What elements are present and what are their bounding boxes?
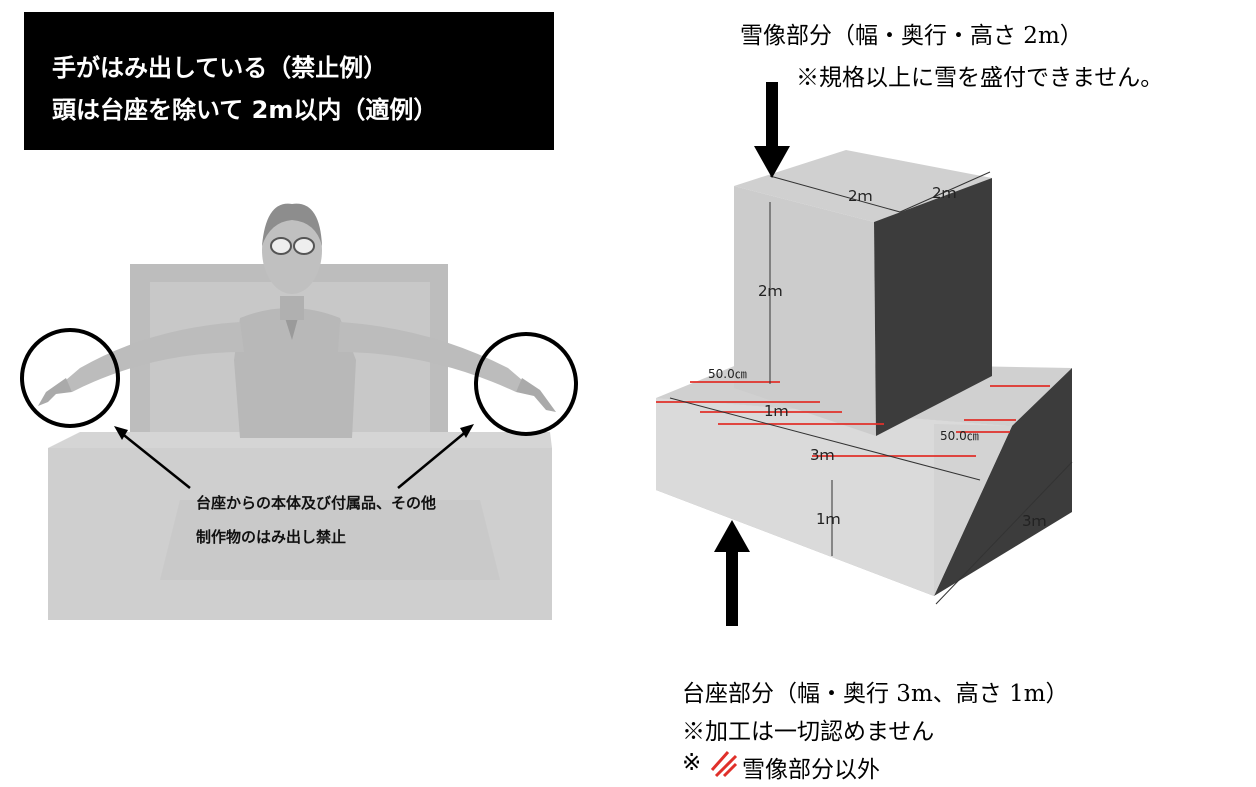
right-hand-circle — [474, 332, 578, 436]
dim-base-depth: 3ｍ — [1022, 512, 1047, 530]
hatch-legend-icon — [710, 751, 738, 778]
figure-right-hand — [516, 378, 556, 412]
pedestal-shadow — [160, 500, 500, 580]
figure-tie — [285, 318, 298, 340]
pedestal-section-note-1: ※加工は一切認めません — [682, 719, 935, 745]
left-hand-circle — [20, 328, 120, 428]
callout-text-line-2: 制作物のはみ出し禁止 — [196, 528, 346, 546]
dim-base-width: 3ｍ — [810, 446, 835, 464]
callout-text-line-1: 台座からの本体及び付属品、その他 — [196, 494, 436, 512]
dim-top-height: 2ｍ — [758, 282, 783, 300]
dim-margin-left: 50.0㎝ — [708, 367, 747, 381]
figure-neck — [280, 296, 304, 320]
top-block-top-face — [734, 150, 992, 222]
dim-top-width: 2ｍ — [848, 187, 873, 205]
dimension-lines — [669, 171, 1073, 605]
warning-box: 手がはみ出している（禁止例） 頭は台座を除いて 2m以内（適例） — [24, 12, 554, 150]
arrow-down-shaft — [766, 82, 778, 150]
warning-line-2: 頭は台座を除いて 2m以内（適例） — [52, 96, 438, 124]
arrow-down-icon — [754, 146, 790, 178]
callout-arrowhead-left — [114, 426, 128, 440]
callout-arrow-left — [119, 431, 191, 489]
figure-left-arm — [66, 322, 244, 392]
dim-top-depth: 2ｍ — [932, 184, 957, 202]
warning-line-1: 手がはみ出している（禁止例） — [52, 54, 388, 82]
glasses-left-icon — [270, 237, 292, 255]
glasses-right-icon — [293, 237, 315, 255]
top-block-side-face — [874, 178, 992, 436]
callout-arrow-right — [397, 429, 469, 489]
figure-head — [262, 206, 322, 294]
dim-base-height: 1ｍ — [816, 510, 841, 528]
pedestal-section-note-2-prefix: ※ — [682, 750, 702, 776]
pedestal-section-title: 台座部分（幅・奥行 3m、高さ 1m） — [682, 681, 1069, 707]
callout-arrowhead-right — [460, 424, 474, 438]
snow-section-note: ※規格以上に雪を盛付できません。 — [796, 65, 1164, 91]
snow-section-title: 雪像部分（幅・奥行・高さ 2m） — [740, 23, 1083, 49]
figure-hair — [262, 203, 322, 246]
figure-torso — [234, 308, 356, 438]
dim-margin-right: 50.0㎝ — [940, 429, 979, 443]
base-front-face-light — [656, 398, 1012, 596]
pedestal-section-note-2: 雪像部分以外 — [742, 757, 880, 783]
dim-step: 1ｍ — [764, 402, 789, 420]
arrow-up-shaft — [726, 548, 738, 626]
figure-left-hand — [38, 378, 72, 406]
arrow-up-icon — [714, 520, 750, 552]
base-side-face — [934, 368, 1072, 596]
